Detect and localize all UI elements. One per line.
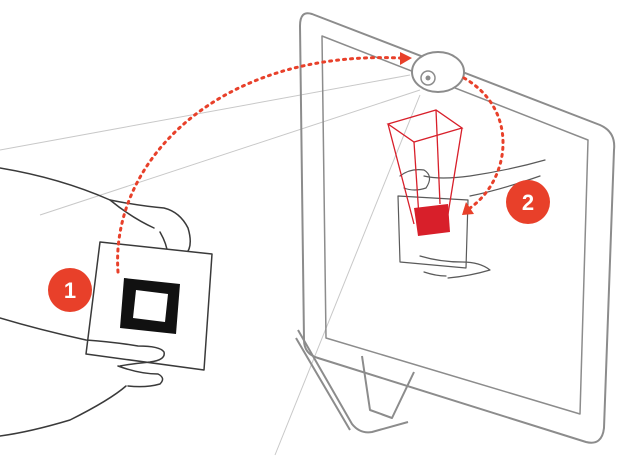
step-badge-1: 1 bbox=[48, 268, 92, 312]
ar-marker-icon bbox=[120, 278, 180, 334]
dotted-arc-to-screen bbox=[464, 78, 503, 208]
arrow-head-camera bbox=[400, 52, 412, 65]
step-2-label: 2 bbox=[522, 190, 534, 215]
dotted-arc-to-camera bbox=[118, 58, 400, 272]
step-1-label: 1 bbox=[64, 278, 76, 303]
hand-with-marker bbox=[0, 168, 212, 436]
monitor-stand bbox=[362, 356, 414, 418]
webcam-icon bbox=[412, 52, 464, 92]
step-badge-2: 2 bbox=[506, 180, 550, 224]
